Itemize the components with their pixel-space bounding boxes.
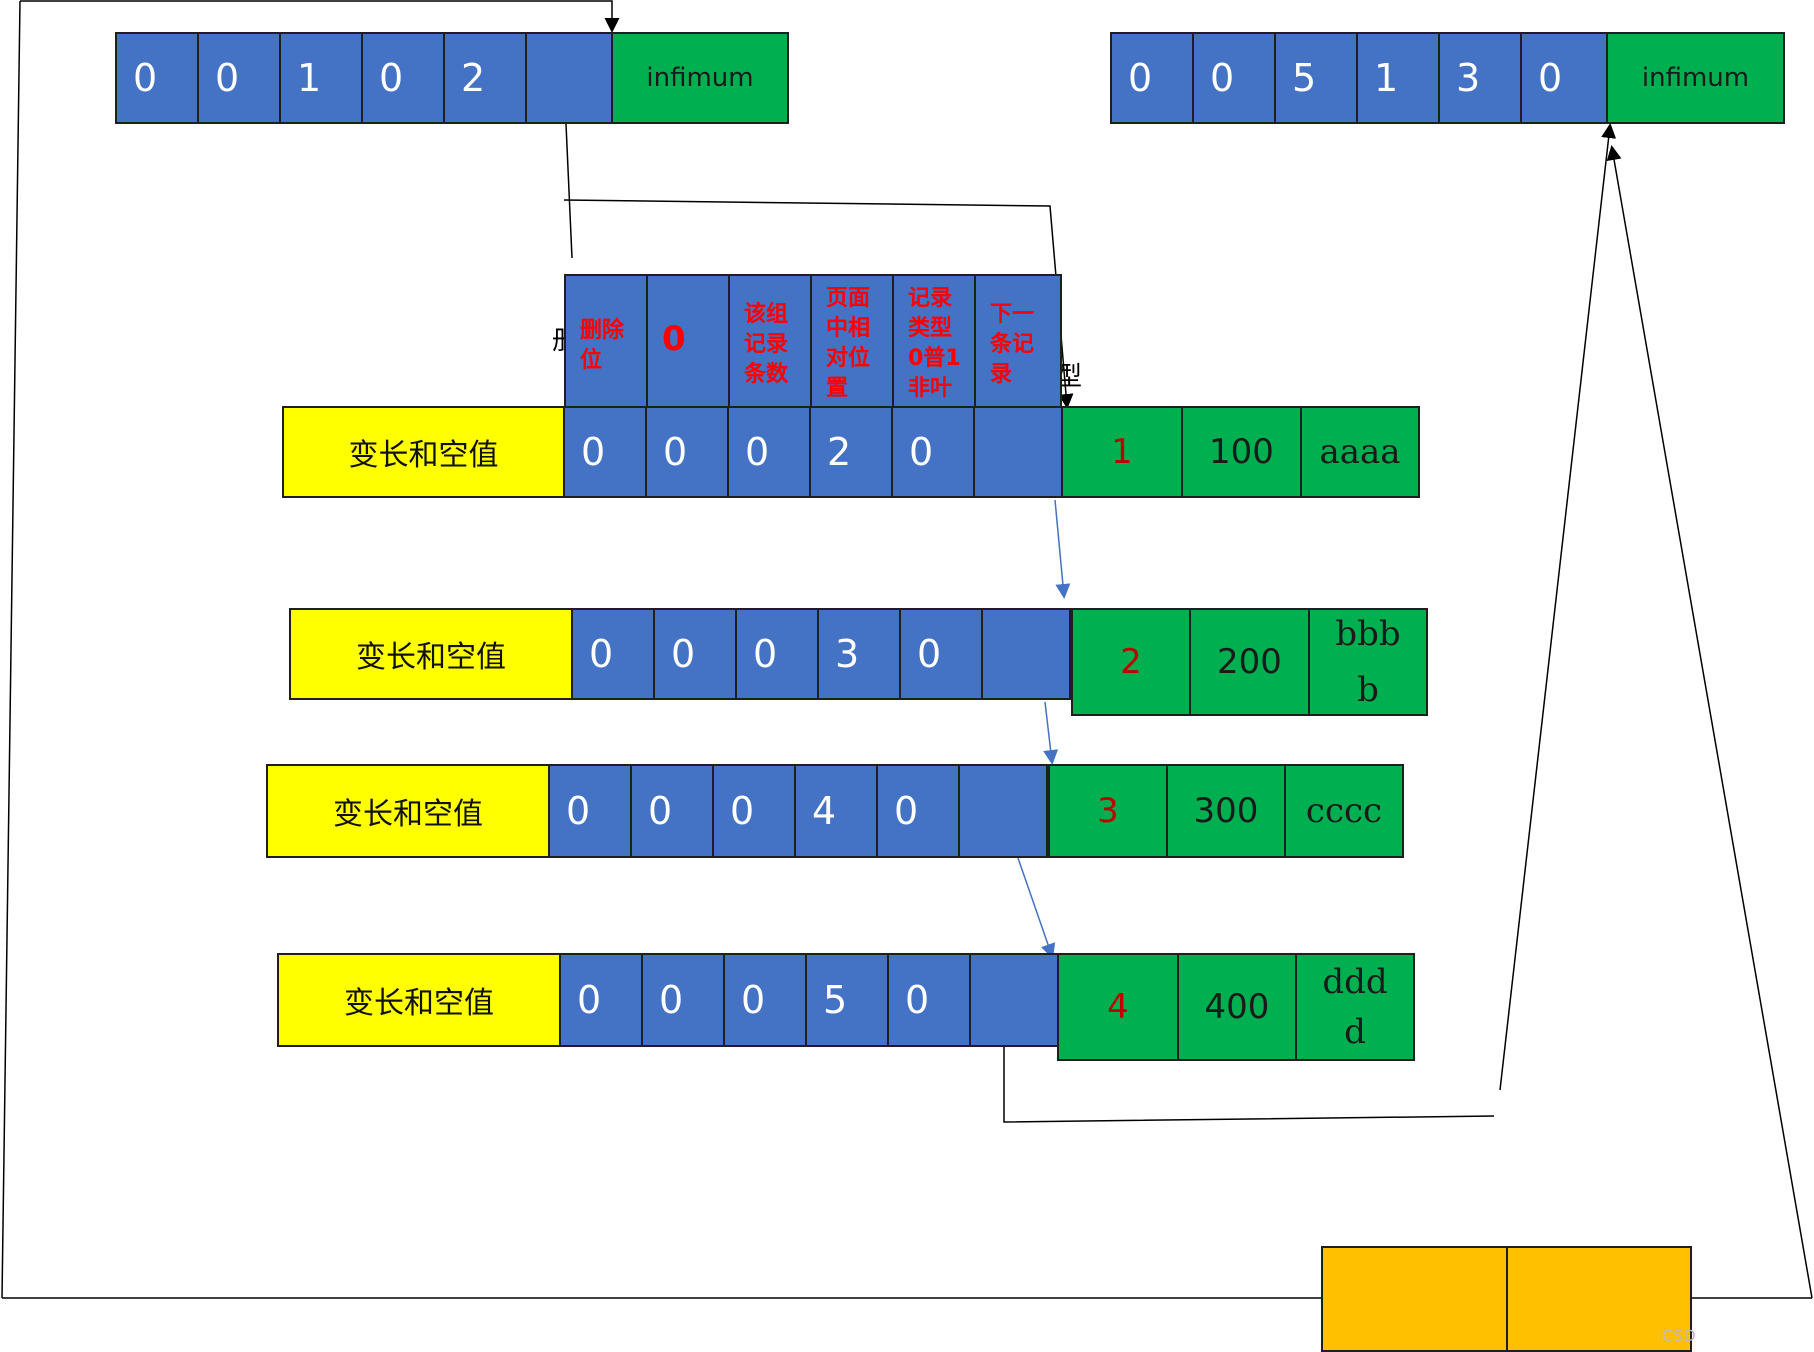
legend-zero: 0 — [646, 274, 730, 411]
record-prefix-label: 变长和空值 — [266, 764, 550, 858]
record-header-cell: 0 — [887, 953, 971, 1047]
record-prefix-label: 变长和空值 — [282, 406, 565, 498]
top-right-header-cell: 0 — [1192, 32, 1276, 124]
top-left-header-cell: 0 — [115, 32, 199, 124]
record-header-cell: 0 — [876, 764, 960, 858]
record-header-cell: 0 — [571, 608, 655, 700]
record-text: cccc — [1284, 764, 1404, 858]
watermark: CSD — [1662, 1326, 1696, 1345]
right-diagonal-line — [1606, 145, 1813, 1299]
record-id: 2 — [1071, 608, 1191, 716]
top-right-header-cell: 1 — [1356, 32, 1440, 124]
top-right-header-cell: 0 — [1110, 32, 1194, 124]
legend-record-type-text: 记录类型0普1非叶 — [908, 286, 961, 401]
top-left-header-cell: 2 — [443, 32, 527, 124]
record-header-cell: 4 — [794, 764, 878, 858]
legend-heap-position-text: 页面中相对位置 — [826, 286, 871, 401]
record-text: bbbb — [1308, 608, 1428, 716]
record-value: 400 — [1177, 953, 1297, 1061]
top-record-pointer-connector — [565, 123, 573, 259]
legend-delete-flag-text: 删除位 — [580, 318, 625, 373]
record-header-cell: 3 — [817, 608, 901, 700]
record-value: 100 — [1181, 406, 1302, 498]
record-header-cell — [958, 764, 1048, 858]
top-right-header-cell: 0 — [1520, 32, 1608, 124]
page-slot-box — [1321, 1246, 1508, 1352]
record-prefix-label: 变长和空值 — [277, 953, 561, 1047]
record-header-cell: 0 — [891, 406, 975, 498]
top-left-header-cell: 1 — [279, 32, 363, 124]
record-header-cell: 0 — [645, 406, 729, 498]
top-left-infimum-label: infimum — [611, 32, 789, 124]
top-left-header-cell — [525, 32, 613, 124]
top-right-header-cell: 5 — [1274, 32, 1358, 124]
next-record-arrow-2 — [1043, 701, 1059, 765]
record-header-cell: 0 — [712, 764, 796, 858]
record-header-cell: 2 — [809, 406, 893, 498]
record-value: 300 — [1166, 764, 1286, 858]
record-header-cell: 0 — [563, 406, 647, 498]
legend-zero-text: 0 — [662, 319, 686, 359]
record-header-cell: 0 — [727, 406, 811, 498]
page-slot-box — [1506, 1246, 1692, 1352]
record-header-cell — [973, 406, 1063, 498]
next-record-arrow-1 — [1054, 499, 1071, 599]
legend-group-count-text: 该组记录条数 — [744, 302, 789, 387]
last-record-connector — [1003, 1014, 1495, 1123]
legend-next-record: 下一条记录 — [974, 274, 1062, 411]
outer-loop-connector — [20, 0, 620, 33]
record-header-cell: 5 — [805, 953, 889, 1047]
record-header-cell: 0 — [899, 608, 983, 700]
top-right-header-cell: 3 — [1438, 32, 1522, 124]
top-right-infimum-label: infimum — [1606, 32, 1785, 124]
record-prefix-label: 变长和空值 — [289, 608, 573, 700]
record-header-cell — [981, 608, 1071, 700]
record-header-cell: 0 — [653, 608, 737, 700]
record-header-cell: 0 — [559, 953, 643, 1047]
left-border-line — [1, 0, 21, 1299]
next-record-arrow-3 — [1017, 857, 1056, 959]
top-left-header-cell: 0 — [361, 32, 445, 124]
record-id: 3 — [1048, 764, 1168, 858]
record-id: 4 — [1057, 953, 1179, 1061]
legend-heap-position: 页面中相对位置 — [810, 274, 894, 411]
record-header-cell — [969, 953, 1059, 1047]
record-header-cell: 0 — [723, 953, 807, 1047]
supremum-arrow — [1499, 123, 1617, 1091]
legend-record-type: 记录类型0普1非叶 — [892, 274, 976, 411]
record-header-cell: 0 — [630, 764, 714, 858]
record-value: 200 — [1189, 608, 1310, 716]
record-text: dddd — [1295, 953, 1415, 1061]
record-header-cell: 0 — [641, 953, 725, 1047]
legend-next-record-text: 下一条记录 — [990, 302, 1035, 387]
top-left-header-cell: 0 — [197, 32, 281, 124]
legend-delete-flag: 删除位 — [564, 274, 648, 411]
record-header-cell: 0 — [548, 764, 632, 858]
record-id: 1 — [1061, 406, 1183, 498]
record-header-cell: 0 — [735, 608, 819, 700]
record-text: aaaa — [1300, 406, 1420, 498]
legend-group-count: 该组记录条数 — [728, 274, 812, 411]
